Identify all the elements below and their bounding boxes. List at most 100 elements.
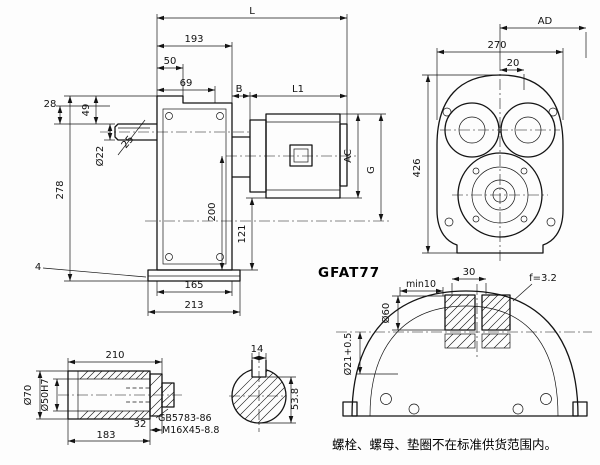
bolt-spec-label: M16X45-8.8 xyxy=(162,425,219,436)
dim-arrow xyxy=(355,114,361,121)
side-view-dimensions: L 193 50 69 B L1 49 28 Ø22 25 278 200 12… xyxy=(35,6,386,316)
dim-arrow xyxy=(340,93,347,99)
section-hatching xyxy=(444,294,511,349)
dim-arrow xyxy=(232,93,239,99)
dim-arrow xyxy=(233,309,240,315)
dim-arrow xyxy=(157,15,164,21)
dim-arrow xyxy=(93,117,99,124)
shaft-cross-section xyxy=(229,352,287,432)
dim-label-278: 278 xyxy=(55,180,66,199)
supply-note: 螺栓、螺母、垫圈不在标准供货范围内。 xyxy=(332,437,557,452)
dim-arrow xyxy=(148,309,155,315)
dim-label-phi60: Ø60 xyxy=(380,303,392,324)
dim-label-28: 28 xyxy=(44,99,57,110)
dim-label-L1: L1 xyxy=(292,84,304,95)
section-hatching xyxy=(231,368,287,424)
dim-arrow xyxy=(395,296,401,303)
dim-arrow xyxy=(500,25,507,31)
dim-arrow xyxy=(288,377,294,384)
dim-arrow xyxy=(219,263,225,270)
dim-arrow xyxy=(479,276,486,282)
dim-label-200: 200 xyxy=(207,202,218,221)
dim-arrow xyxy=(340,15,347,21)
dim-arrow xyxy=(357,367,363,374)
dim-arrow xyxy=(67,274,73,281)
dim-label-210: 210 xyxy=(105,350,124,361)
dim-label-32: 32 xyxy=(134,419,147,430)
dim-arrow xyxy=(425,75,431,82)
shaft-detail-dimensions: 210 Ø70 Ø50H7 32 183 GB5783-86 M16X45-8.… xyxy=(22,350,219,445)
dim-arrow xyxy=(37,371,43,378)
dim-label-min10: min10 xyxy=(406,279,436,290)
model-label: GFAT77 xyxy=(318,265,380,281)
dim-arrow xyxy=(157,65,164,71)
dim-arrow xyxy=(378,114,384,121)
dim-arrow xyxy=(54,404,60,411)
dim-arrow xyxy=(579,25,586,31)
dim-arrow xyxy=(556,49,563,55)
dim-arrow xyxy=(355,191,361,198)
dim-label-165: 165 xyxy=(184,280,203,291)
dim-label-30: 30 xyxy=(463,267,476,278)
dim-arrow xyxy=(225,289,232,295)
dim-label-213: 213 xyxy=(184,300,203,311)
dim-label-121: 121 xyxy=(237,224,248,243)
dim-arrow xyxy=(107,124,113,131)
dim-arrow xyxy=(288,416,294,423)
dim-arrow xyxy=(357,332,363,339)
dim-label-183: 183 xyxy=(96,430,115,441)
dim-arrow xyxy=(225,43,232,49)
dim-arrow xyxy=(54,379,60,386)
dim-arrow xyxy=(249,263,255,270)
dim-arrow xyxy=(93,96,99,103)
dim-arrow xyxy=(249,198,255,205)
dim-label-53-8: 53.8 xyxy=(290,388,301,410)
flange-detail-dimensions: min10 30 f=3.2 Ø60 Ø21+0.5 xyxy=(343,267,557,375)
dim-arrow xyxy=(57,117,63,124)
dim-arrow xyxy=(37,412,43,419)
dim-arrow xyxy=(425,246,431,253)
flange-detail-view: GFAT77 xyxy=(318,265,592,417)
dim-arrow xyxy=(157,43,164,49)
dim-label-phi22: Ø22 xyxy=(94,146,106,167)
dim-arrow xyxy=(400,288,407,294)
side-view-gearmotor xyxy=(100,95,390,282)
dim-arrow xyxy=(155,427,162,433)
cross-section-dimensions: 14 53.8 xyxy=(251,344,301,424)
dim-label-L: L xyxy=(249,6,255,17)
dim-arrow xyxy=(208,87,215,93)
dim-arrow xyxy=(143,438,150,444)
dim-label-phi70: Ø70 xyxy=(22,385,34,406)
dim-arrow xyxy=(378,214,384,221)
dim-label-193: 193 xyxy=(184,34,203,45)
thread-hatching xyxy=(79,370,150,420)
dim-arrow xyxy=(67,96,73,103)
dim-label-phi21: Ø21+0.5 xyxy=(343,333,354,376)
dim-arrow xyxy=(68,438,75,444)
dim-label-49: 49 xyxy=(81,104,92,117)
dim-arrow xyxy=(500,67,507,73)
standard-ref-label: GB5783-86 xyxy=(158,413,212,424)
hollow-shaft-detail xyxy=(58,370,182,420)
dim-arrow xyxy=(68,359,75,365)
dim-label-25: 25 xyxy=(120,134,137,151)
dim-arrow xyxy=(250,93,257,99)
dim-arrow xyxy=(157,87,164,93)
dim-label-50: 50 xyxy=(164,56,177,67)
dim-arrow xyxy=(243,93,250,99)
dim-arrow xyxy=(437,49,444,55)
dim-label-20: 20 xyxy=(507,58,520,69)
dim-arrow xyxy=(452,276,459,282)
dim-label-B: B xyxy=(236,84,243,95)
front-view-dimensions: AD 270 20 426 xyxy=(412,16,587,254)
dim-arrow xyxy=(395,323,401,330)
front-view-housing xyxy=(436,60,564,264)
dim-label-G: G xyxy=(366,166,377,174)
dim-label-AC: AC xyxy=(343,149,354,163)
dim-arrow xyxy=(259,355,266,361)
dim-label-426: 426 xyxy=(412,158,423,177)
dim-label-f3-2: f=3.2 xyxy=(529,273,557,284)
dim-label-AD: AD xyxy=(538,16,553,27)
